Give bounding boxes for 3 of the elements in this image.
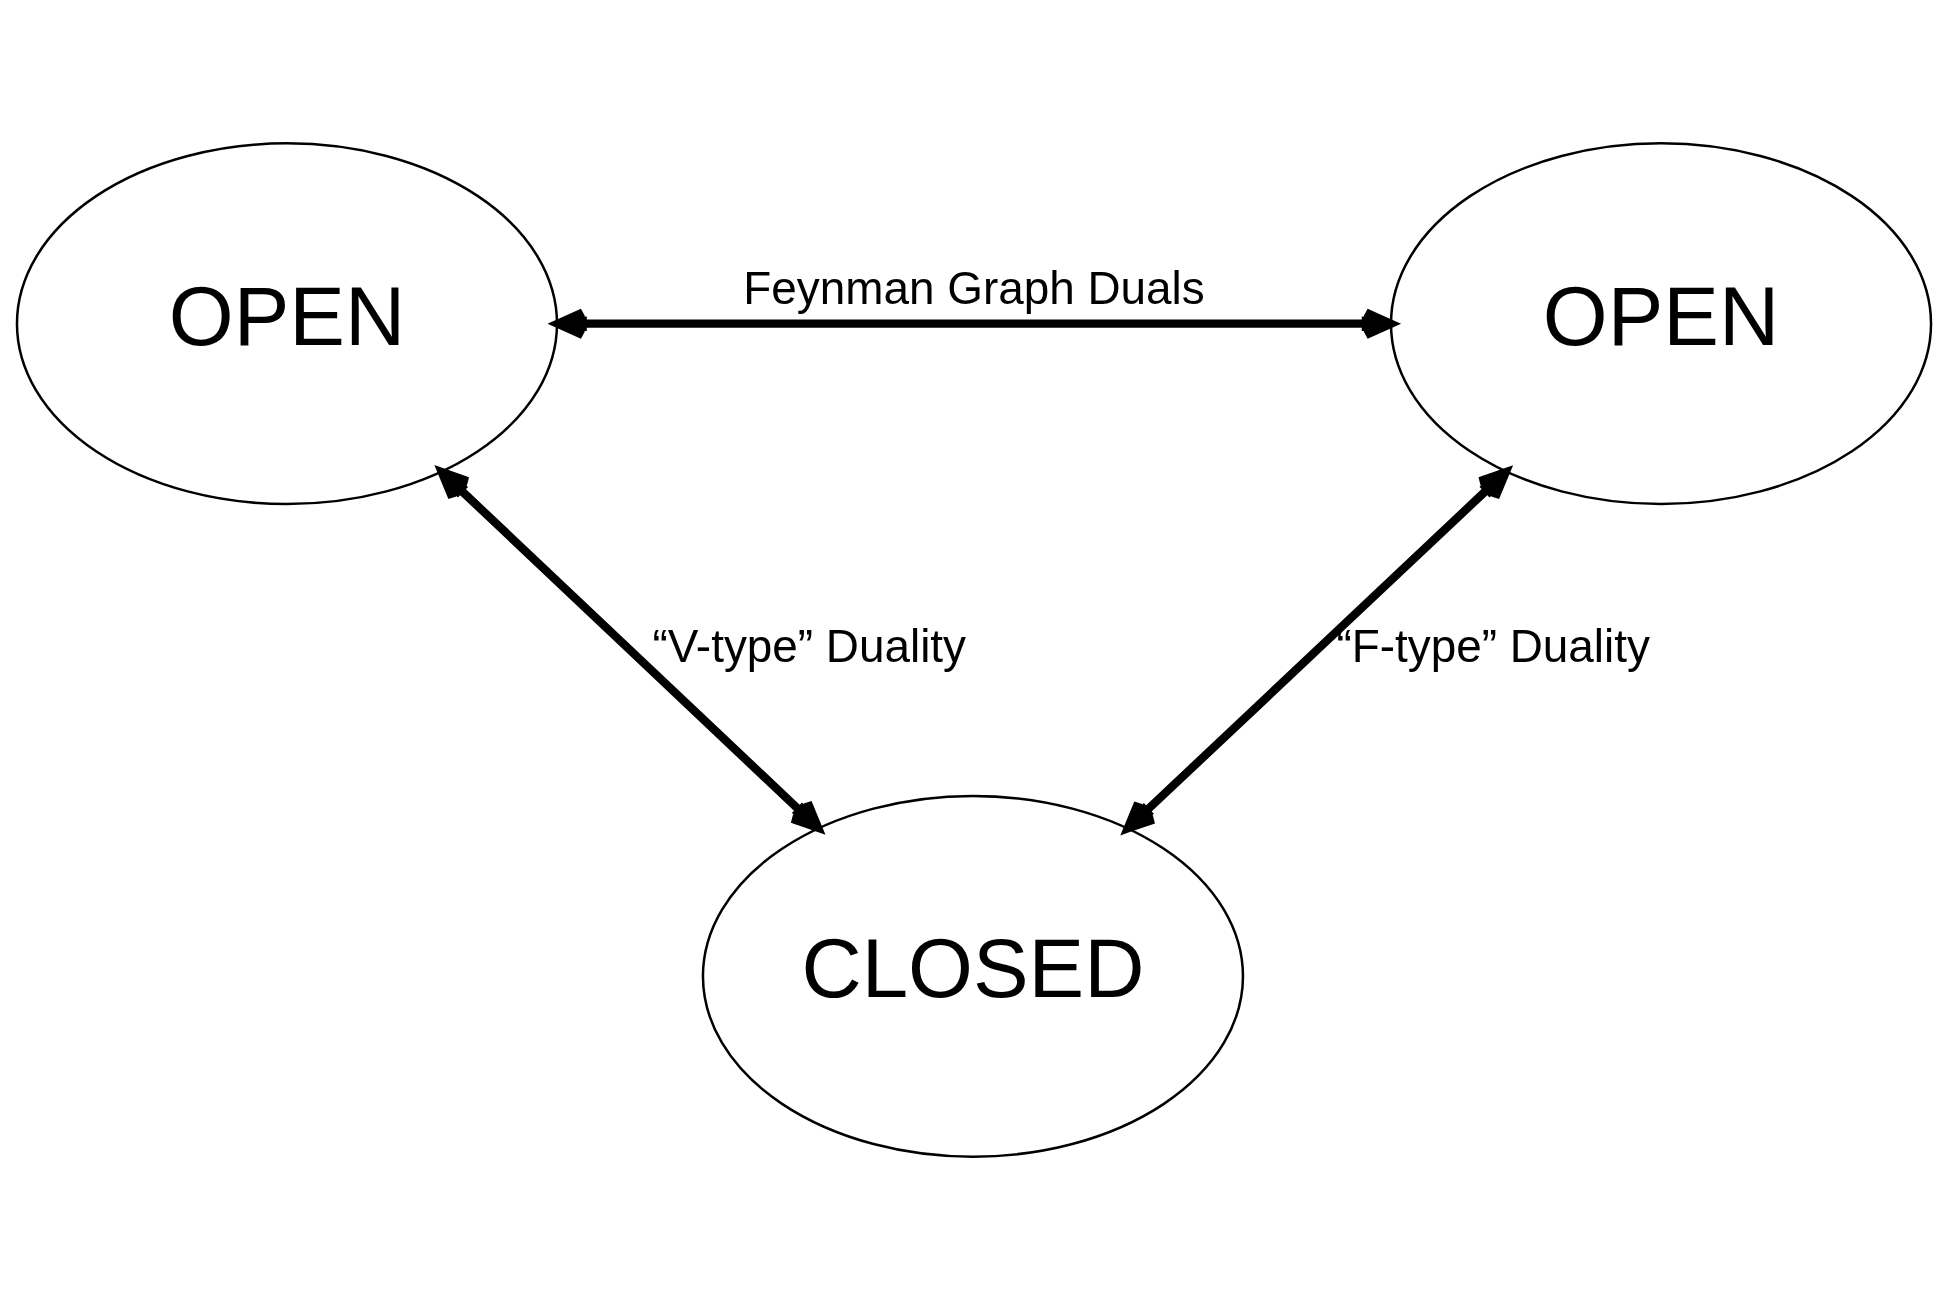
edge-label: “F-type” Duality	[1336, 619, 1650, 672]
edge-label: Feynman Graph Duals	[743, 262, 1205, 315]
edge-label: “V-type” Duality	[652, 619, 967, 672]
